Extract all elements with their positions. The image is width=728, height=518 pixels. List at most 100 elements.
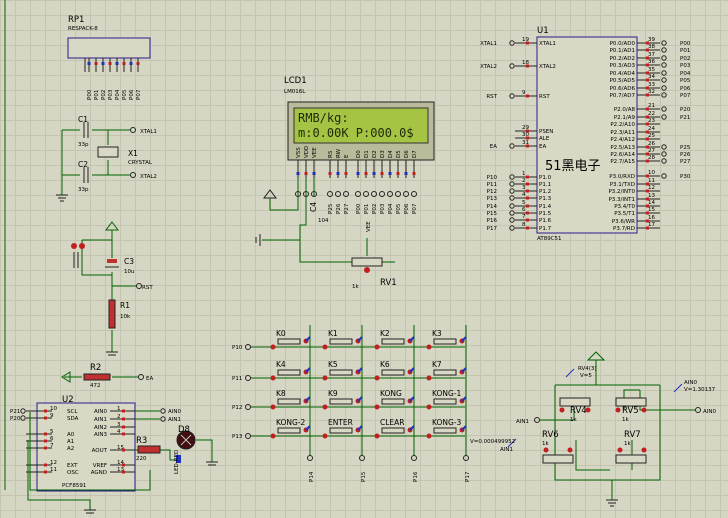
- terminal-icon: [534, 417, 540, 423]
- switch-reset[interactable]: [73, 252, 79, 268]
- key-button[interactable]: [277, 369, 301, 376]
- terminal-icon: [509, 40, 515, 46]
- pot-rv7[interactable]: [615, 454, 647, 464]
- rp1-pin-label: P02: [101, 90, 107, 100]
- keypad-row-net: P10: [232, 345, 243, 351]
- c2-ref: C2: [78, 160, 88, 169]
- key-button[interactable]: [381, 398, 405, 405]
- pin-marker: [646, 78, 649, 82]
- cap-c2[interactable]: [83, 167, 89, 183]
- key-button[interactable]: [329, 427, 353, 434]
- pin-marker: [388, 172, 392, 175]
- probe-marker: [409, 336, 415, 342]
- pin-marker: [646, 93, 649, 97]
- u1-pin-number: 30: [522, 132, 529, 138]
- pin-marker: [646, 48, 649, 52]
- rp1-body[interactable]: [67, 37, 151, 59]
- wire: [299, 178, 307, 240]
- key-button[interactable]: [277, 398, 301, 405]
- pin-dot: [374, 344, 380, 350]
- r2-value: 472: [90, 383, 101, 389]
- ground-icon: [606, 499, 618, 507]
- u1-pin-number: 24: [648, 126, 655, 132]
- u2-pin-name: AIN1: [94, 417, 107, 423]
- key-button[interactable]: [433, 338, 457, 345]
- pin-dot: [374, 375, 380, 381]
- r2-ref: R2: [90, 363, 101, 373]
- pot-rv6[interactable]: [542, 454, 574, 464]
- key-button[interactable]: [381, 338, 405, 345]
- rp1-pin-label: P01: [94, 90, 100, 100]
- u1-pin-name: P0.0/AD0: [610, 41, 636, 47]
- key-button[interactable]: [381, 427, 405, 434]
- resistor-r1[interactable]: [108, 299, 116, 329]
- pin-marker: [356, 172, 360, 175]
- u1-pin-name: P2.4/A12: [610, 137, 635, 143]
- crystal-x1[interactable]: [97, 146, 119, 158]
- ground-icon: [263, 189, 277, 199]
- net-label: AIN0: [168, 409, 181, 415]
- u2-body[interactable]: [36, 402, 136, 492]
- pin-marker: [526, 204, 529, 208]
- key-button[interactable]: [433, 427, 457, 434]
- rv6-value: 1k: [542, 441, 549, 447]
- key-button[interactable]: [277, 427, 301, 434]
- wire: [540, 408, 575, 421]
- u1-pin-name: P1.7: [539, 226, 552, 232]
- r1-value: 10k: [120, 314, 131, 320]
- terminal-icon: [343, 191, 349, 197]
- u1-pin-name: PSEN: [539, 129, 553, 135]
- keypad-col-net: P14: [309, 471, 315, 482]
- key-button[interactable]: [277, 338, 301, 345]
- resistor-r2[interactable]: [83, 373, 111, 381]
- pin-marker: [526, 211, 529, 215]
- pin-marker: [646, 115, 649, 119]
- key-button[interactable]: [433, 398, 457, 405]
- u2-pin-number: 13: [117, 467, 124, 473]
- net-label: P20: [10, 416, 21, 422]
- lcd-net-label: P04: [388, 203, 394, 214]
- pot-rv5[interactable]: [615, 397, 647, 407]
- net-label: P25: [680, 145, 691, 151]
- power-icon: [586, 351, 606, 361]
- terminal-icon: [509, 217, 515, 223]
- pin-marker: [94, 62, 98, 65]
- u1-body[interactable]: [536, 36, 638, 234]
- key-button[interactable]: [381, 369, 405, 376]
- pin-marker: [646, 56, 649, 60]
- key-button[interactable]: [329, 338, 353, 345]
- key-label: K6: [380, 360, 390, 369]
- c4-value: 104: [318, 218, 329, 224]
- u1-pin-number: 2: [522, 178, 526, 184]
- pot-rv4[interactable]: [559, 397, 591, 407]
- net-label: P20: [680, 107, 691, 113]
- keypad-col-net: P16: [413, 471, 419, 482]
- u1-pin-number: 27: [648, 148, 655, 154]
- probe-marker: [461, 336, 467, 342]
- rv1-vee-label: VEE: [366, 221, 372, 232]
- ground-icon: [106, 351, 118, 356]
- pin-marker: [380, 172, 384, 175]
- terminal-icon: [661, 55, 667, 61]
- u2-pin-number: 2: [117, 414, 121, 420]
- key-button[interactable]: [329, 369, 353, 376]
- cap-c3[interactable]: [107, 259, 117, 263]
- terminal-icon: [661, 114, 667, 120]
- key-button[interactable]: [329, 398, 353, 405]
- u1-ref: U1: [537, 26, 549, 36]
- probe-value: V=1.30137: [684, 387, 716, 393]
- pin-marker: [526, 129, 529, 133]
- lcd-net-label: P01: [364, 204, 370, 214]
- cap-c1[interactable]: [83, 122, 89, 138]
- c2-value: 33p: [78, 187, 89, 193]
- pin-marker: [44, 446, 47, 450]
- pin-marker: [44, 432, 47, 436]
- pot-rv1[interactable]: [351, 257, 383, 267]
- u1-pin-name: P0.4/AD4: [610, 71, 636, 77]
- probe-value: V=0.000499952: [470, 439, 515, 445]
- key-button[interactable]: [433, 369, 457, 376]
- resistor-r3[interactable]: [137, 445, 161, 454]
- terminal-icon: [403, 191, 409, 197]
